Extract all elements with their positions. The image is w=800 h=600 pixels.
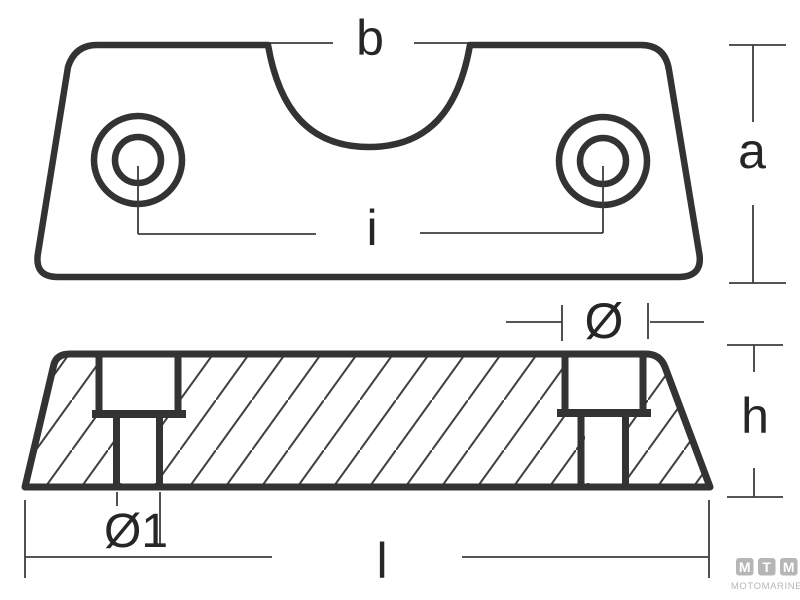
watermark-tile-3 (780, 558, 798, 576)
watermark-tile-1 (736, 558, 754, 576)
label-dia1: Ø1 (104, 505, 168, 558)
mtm-motomarine-watermark: M T M MOTOMARINE (731, 558, 800, 592)
label-i: i (366, 200, 377, 256)
label-l: l (376, 533, 387, 589)
label-a: a (738, 123, 766, 179)
left-counterbore-walls (92, 354, 186, 488)
plan-height-dimension (729, 44, 786, 284)
plan-view: b a i (34, 10, 786, 284)
section-outline (21, 350, 714, 491)
length-dimension (24, 500, 710, 578)
label-dia: Ø (585, 293, 624, 349)
section-height-dimension (727, 344, 783, 498)
plan-outline (34, 41, 704, 281)
right-counterbore-walls (557, 354, 651, 488)
section-view: Ø h Ø1 l (21, 293, 783, 589)
left-through-hole-cavity (120, 412, 156, 483)
hole-spacing-dimension (137, 166, 604, 235)
label-b: b (356, 10, 384, 66)
through-hole-diameter-dimension (116, 492, 161, 545)
watermark-letter-m1: M (739, 559, 751, 575)
watermark-letter-m2: M (783, 559, 795, 575)
counterbore-diameter-dimension (506, 303, 704, 341)
watermark-letter-t: T (762, 559, 771, 575)
section-body-hatch (25, 354, 710, 487)
label-h: h (741, 388, 769, 444)
right-through-hole-cavity (585, 410, 622, 483)
left-counterbore-cavity (101, 357, 176, 412)
watermark-name: MOTOMARINE (731, 581, 800, 592)
right-counterbore-cavity (568, 357, 640, 410)
watermark-tile-2 (758, 558, 776, 576)
